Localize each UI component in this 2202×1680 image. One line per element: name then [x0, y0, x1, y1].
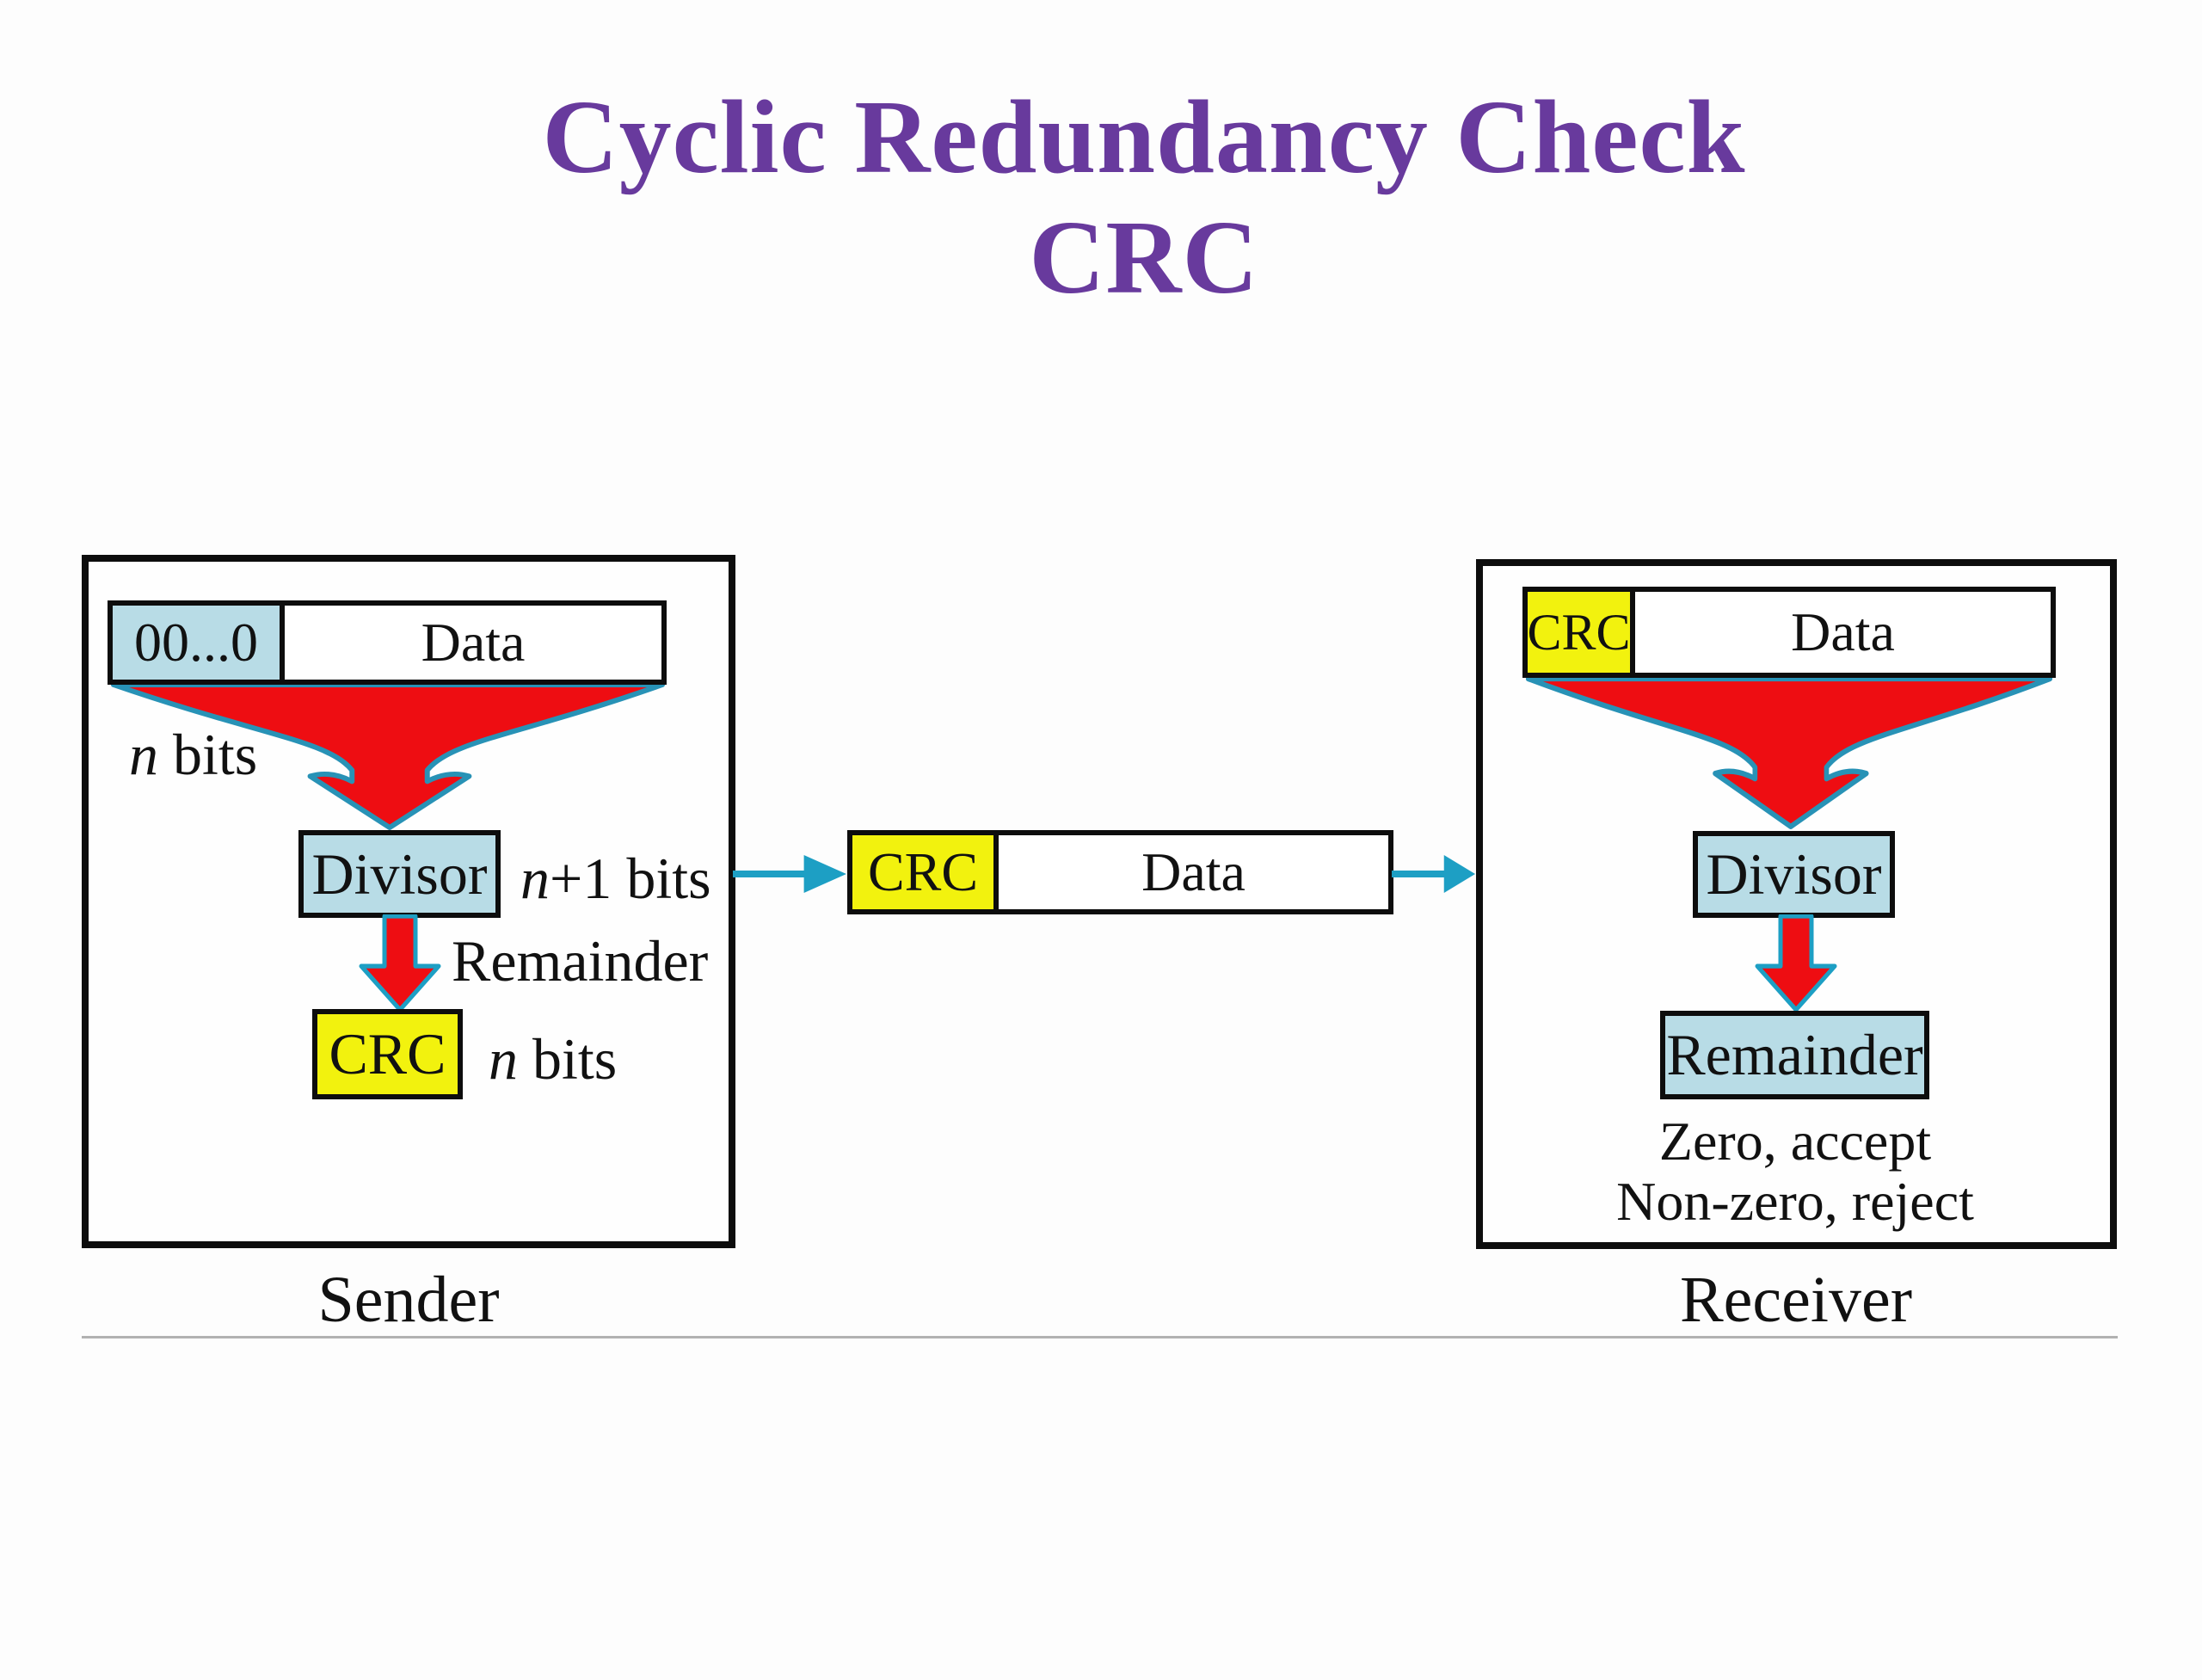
receiver-down-arrow-icon [1755, 914, 1837, 1012]
n-var: n [489, 1026, 518, 1092]
title-line-1: Cyclic Redundancy Check [542, 79, 1746, 195]
n-var: n [520, 846, 550, 911]
bottom-divider-line [82, 1336, 2118, 1338]
arrow-to-channel-icon [733, 855, 846, 893]
sender-n-plus-1-bits-label: n+1 bits [520, 846, 711, 911]
receiver-caption: Receiver [1679, 1264, 1913, 1336]
receiver-packet: CRC Data [1522, 587, 2056, 678]
receiver-crc-cell: CRC [1527, 592, 1635, 673]
sender-packet-prefix-cell: 00...0 [113, 606, 285, 680]
sender-packet-data-cell: Data [285, 606, 661, 680]
receiver-remainder-box: Remainder [1660, 1011, 1929, 1099]
channel-data-cell: Data [999, 835, 1388, 909]
receiver-divisor-box: Divisor [1693, 831, 1895, 918]
receiver-funnel-arrow-icon [1525, 676, 2053, 829]
sender-caption: Sender [317, 1264, 500, 1336]
receiver-data-cell: Data [1635, 592, 2051, 673]
arrow-to-receiver-icon [1392, 855, 1476, 893]
sender-packet: 00...0 Data [108, 600, 667, 685]
sender-divisor-box: Divisor [298, 830, 501, 918]
decision-nonzero-reject: Non-zero, reject [1616, 1171, 1974, 1232]
sender-crc-box: CRC [312, 1009, 463, 1099]
channel-packet: CRC Data [847, 830, 1393, 914]
channel-crc-cell: CRC [852, 835, 999, 909]
sender-funnel-arrow-icon [110, 682, 666, 831]
sender-n-bits-label: n bits [129, 722, 258, 787]
title-line-2: CRC [1029, 200, 1259, 317]
sender-remainder-label: Remainder [452, 928, 709, 994]
n-var: n [129, 722, 158, 787]
sender-down-arrow-icon [359, 914, 441, 1012]
sender-crc-n-bits-label: n bits [489, 1026, 618, 1092]
decision-zero-accept: Zero, accept [1658, 1111, 1932, 1172]
page-title: Cyclic Redundancy Check CRC [43, 77, 2202, 319]
